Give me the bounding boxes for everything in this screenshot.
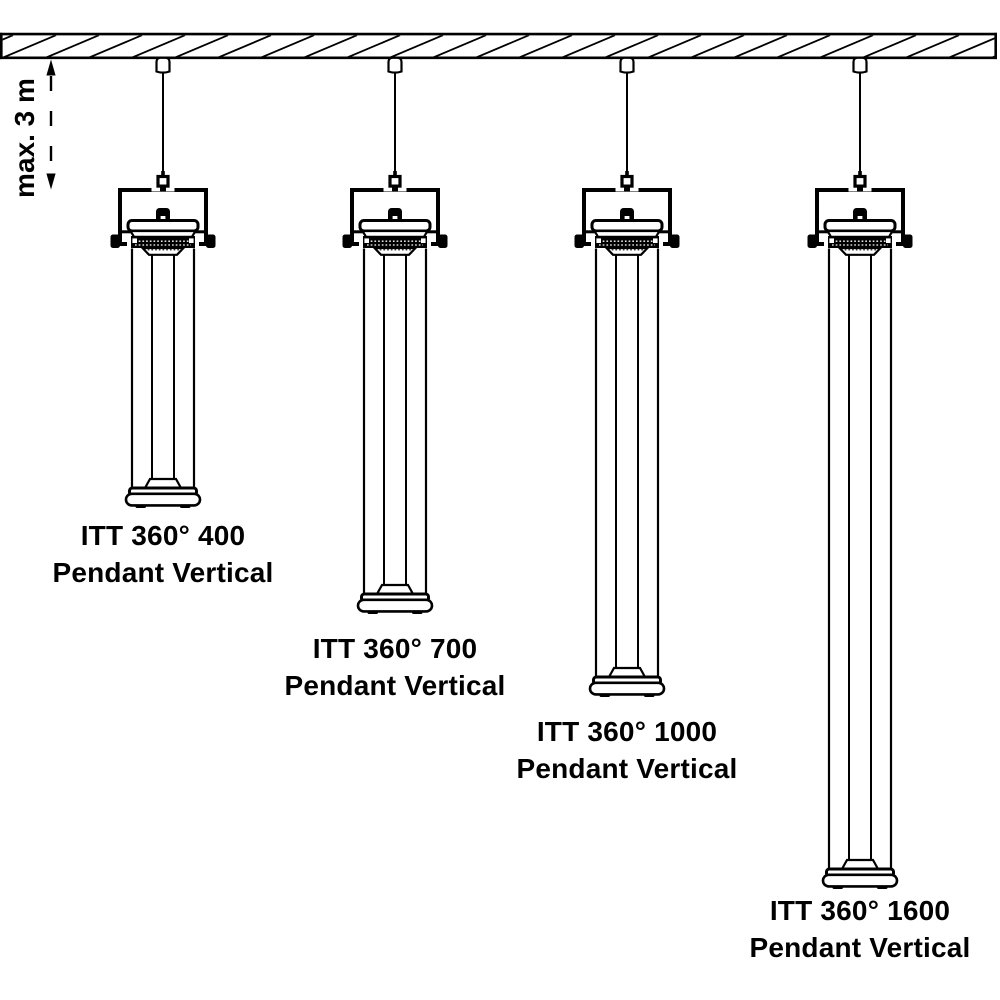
lamp-label: ITT 360° 1000 Pendant Vertical	[477, 713, 777, 787]
ceiling-hatch	[0, 32, 998, 60]
lamp-type: Pendant Vertical	[516, 753, 738, 784]
pendant-head-drawing	[805, 55, 915, 257]
lamp-model: ITT 360° 700	[312, 633, 478, 664]
pendant-lamp-drawing	[340, 55, 450, 614]
pendant-head-drawing	[108, 55, 218, 257]
max-suspension-length-label: max. 3 m	[9, 78, 40, 198]
pendant-lamp-drawing	[572, 55, 682, 697]
lamp-type: Pendant Vertical	[52, 557, 274, 588]
lamp-label: ITT 360° 400 Pendant Vertical	[13, 517, 313, 591]
lamp-model: ITT 360° 1000	[536, 716, 718, 747]
lamp-label: ITT 360° 1600 Pendant Vertical	[710, 892, 1000, 966]
pendant-lamp-drawing	[108, 55, 218, 508]
lamp-label: ITT 360° 700 Pendant Vertical	[245, 630, 545, 704]
pendant-head-drawing	[340, 55, 450, 257]
lamp-model: ITT 360° 1600	[769, 895, 951, 926]
pendant-lamp-drawing	[805, 55, 915, 889]
dimension-arrow	[46, 59, 56, 190]
lamp-type: Pendant Vertical	[284, 670, 506, 701]
lamp-type: Pendant Vertical	[749, 932, 971, 963]
pendant-head-drawing	[572, 55, 682, 257]
lamp-model: ITT 360° 400	[80, 520, 246, 551]
